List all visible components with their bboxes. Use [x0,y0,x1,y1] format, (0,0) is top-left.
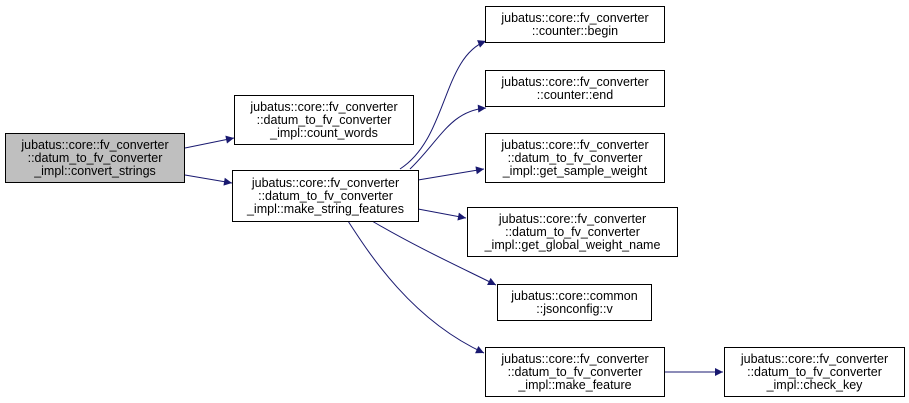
node-label-line: ::datum_to_fv_converter [507,364,643,379]
node-check-key[interactable]: jubatus::core::fv_converter ::datum_to_f… [724,347,905,397]
node-get-sample-weight[interactable]: jubatus::core::fv_converter ::datum_to_f… [485,133,665,183]
node-label-line: _impl::count_words [270,125,378,140]
edge-make-string-features-to-counter-begin [399,40,487,170]
node-jsonconfig-v[interactable]: jubatus::core::common ::jsonconfig::v [497,284,652,321]
edge-make-string-features-to-make-feature [347,220,485,354]
edge-make-string-features-to-get-sample-weight [417,166,485,181]
node-label-line: jubatus::core::fv_converter [250,99,398,114]
node-count-words[interactable]: jubatus::core::fv_converter ::datum_to_f… [234,95,414,145]
node-label-line: jubatus::core::fv_converter [501,351,649,366]
node-label-line: _impl::convert_strings [34,163,156,178]
edge-make-string-features-to-get-global-weight-name [417,208,467,221]
node-label-line: ::datum_to_fv_converter [258,188,393,203]
node-label-line: _impl::get_sample_weight [502,163,648,178]
node-label-line: ::datum_to_fv_converter [256,112,392,127]
node-label-line: jubatus::core::fv_converter [251,175,400,190]
node-label-line: jubatus::core::fv_converter [501,137,649,152]
node-make-string-features[interactable]: jubatus::core::fv_converter ::datum_to_f… [232,170,419,222]
node-label-line: jubatus::core::fv_converter [740,351,889,366]
node-label-line: _impl::get_global_weight_name [484,237,661,252]
node-label-line: jubatus::core::fv_converter [501,74,649,89]
node-label-line: ::jsonconfig::v [536,301,613,316]
node-make-feature[interactable]: jubatus::core::fv_converter ::datum_to_f… [485,347,665,397]
node-label-line: ::datum_to_fv_converter [27,150,163,165]
edge-make-string-features-to-jsonconfig-v [371,220,497,286]
node-label-line: jubatus::core::common [511,288,638,303]
node-label-line: ::datum_to_fv_converter [505,224,640,239]
node-convert-strings: jubatus::core::fv_converter ::datum_to_f… [5,133,185,183]
node-label-line: ::counter::begin [531,23,619,38]
node-label-line: jubatus::core::fv_converter [21,137,169,152]
node-counter-end[interactable]: jubatus::core::fv_converter ::counter::e… [485,70,665,107]
node-label-line: jubatus::core::fv_converter [501,10,649,25]
edge-convert-strings-to-count-words [184,135,235,149]
node-label-line: jubatus::core::fv_converter [498,211,647,226]
node-get-global-weight-name[interactable]: jubatus::core::fv_converter ::datum_to_f… [467,207,678,257]
node-label-line: ::datum_to_fv_converter [747,364,882,379]
node-label-line: _impl::make_feature [518,377,632,392]
edge-convert-strings-to-make-string-features [184,174,233,186]
node-label-line: ::counter::end [536,87,614,102]
node-counter-begin[interactable]: jubatus::core::fv_converter ::counter::b… [485,6,665,43]
node-label-line: _impl::make_string_features [246,201,405,216]
edge-make-string-features-to-counter-end [409,104,487,170]
node-label-line: _impl::check_key [766,377,863,392]
node-label-line: ::datum_to_fv_converter [507,150,643,165]
